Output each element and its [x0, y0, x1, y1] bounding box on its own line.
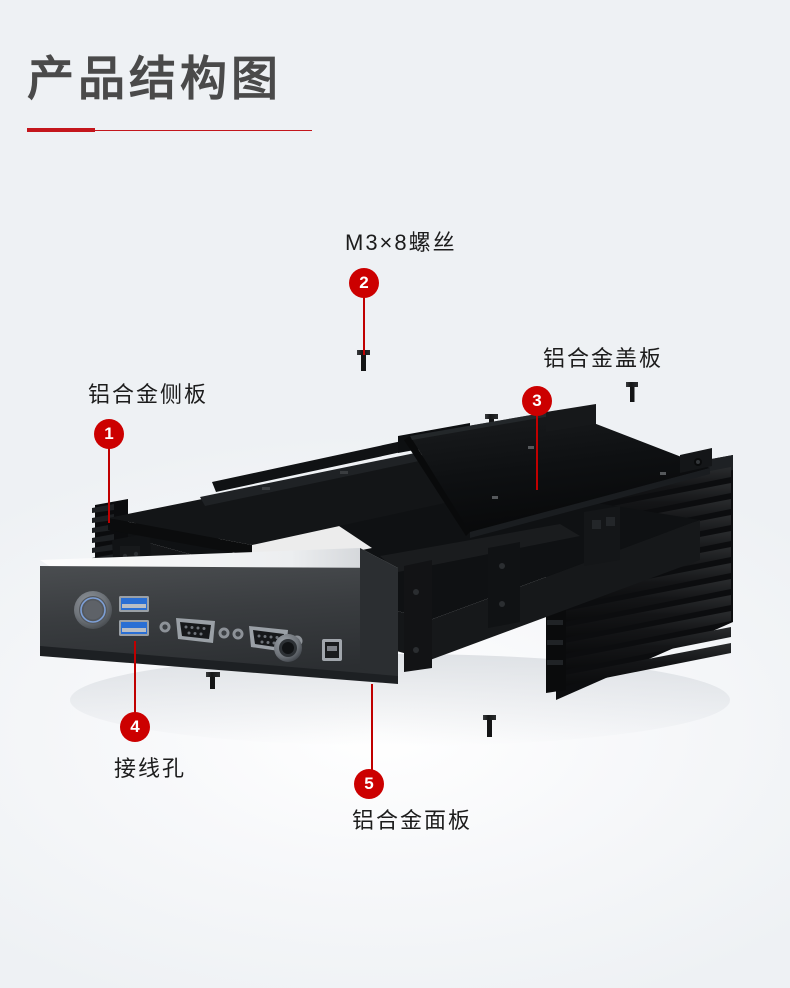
callout-label-cover-plate: 铝合金盖板 [543, 346, 664, 371]
power-button[interactable] [74, 591, 112, 629]
usb3-port-lower[interactable] [119, 620, 149, 636]
title-underline-thin [27, 129, 312, 131]
callout-badge-4[interactable]: 4 [120, 712, 150, 742]
page-title-block: 产品结构图 [27, 55, 282, 102]
callout-label-side-plate: 铝合金侧板 [88, 382, 209, 407]
aluminium-front-panel [40, 548, 398, 684]
leader-line-4 [134, 641, 136, 715]
callout-label-front-panel: 铝合金面板 [352, 808, 473, 833]
leader-line-5 [371, 684, 373, 772]
leader-line-3 [536, 415, 538, 490]
callout-badge-1[interactable]: 1 [94, 419, 124, 449]
usb3-port-upper[interactable] [119, 596, 149, 612]
leader-line-1 [108, 448, 110, 523]
aluminium-cover-plate [404, 404, 712, 538]
callout-badge-2[interactable]: 2 [349, 268, 379, 298]
callout-badge-5[interactable]: 5 [354, 769, 384, 799]
db9-serial-port-left[interactable] [159, 618, 230, 643]
usb-b-port[interactable] [322, 639, 342, 661]
audio-jack[interactable] [274, 634, 302, 662]
screw-upper-right [626, 382, 638, 402]
callout-label-wiring-hole: 接线孔 [114, 756, 187, 781]
screw-front-foot [206, 672, 220, 689]
page-title: 产品结构图 [27, 52, 282, 105]
callout-label-screw: M3×8螺丝 [345, 230, 457, 255]
callout-badge-3[interactable]: 3 [522, 386, 552, 416]
title-underline [27, 128, 312, 132]
screw-lower-center [483, 715, 496, 737]
title-underline-thick [27, 128, 95, 132]
leader-line-2 [363, 297, 365, 355]
